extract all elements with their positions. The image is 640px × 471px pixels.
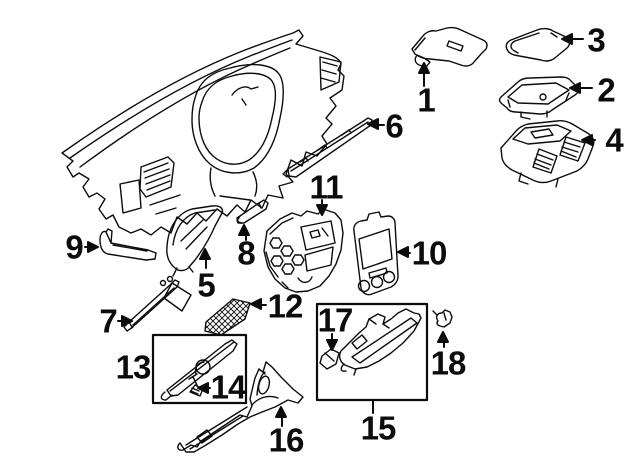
part-9-art [99, 228, 157, 261]
part-17-art [319, 348, 340, 370]
callout-11-arrow [316, 199, 328, 216]
callout-11: 11 [309, 168, 344, 206]
callout-6: 6 [385, 107, 403, 145]
callout-8: 8 [237, 234, 255, 272]
callout-17-arrow [326, 333, 338, 351]
part-1-art [411, 26, 488, 68]
part-16-art [177, 361, 304, 453]
callout-arrows [84, 33, 596, 427]
callout-5-arrow [199, 248, 211, 269]
callout-15: 15 [360, 409, 397, 447]
part-11-art [263, 208, 344, 293]
part-12-art [204, 298, 251, 336]
callout-7-arrow [117, 315, 133, 327]
callout-4: 4 [605, 121, 623, 159]
callout-1: 1 [417, 81, 435, 119]
callout-4-arrow [581, 134, 596, 146]
callout-5: 5 [197, 266, 215, 304]
part-10-art [353, 211, 399, 296]
callout-3: 3 [587, 21, 605, 59]
part-4-art [500, 120, 595, 188]
callout-18-arrow [437, 331, 449, 348]
callout-2-arrow [569, 82, 593, 94]
part-8-art [236, 199, 269, 224]
instrument-panel-art [61, 29, 345, 236]
callout-2: 2 [597, 71, 615, 109]
callout-9-arrow [84, 241, 99, 253]
callout-6-arrow [367, 118, 385, 130]
callout-12: 12 [267, 287, 304, 325]
part-2-art [498, 76, 579, 120]
part-18-art [432, 309, 453, 328]
callout-1-arrow [418, 62, 430, 87]
callout-17: 17 [317, 301, 354, 339]
callout-14: 14 [210, 368, 247, 406]
part-13-box [151, 333, 248, 405]
callout-14-arrow [197, 382, 211, 394]
callout-3-arrow [561, 33, 584, 45]
part-7-art [123, 275, 192, 332]
callout-18: 18 [430, 344, 467, 382]
callout-8-arrow [238, 224, 250, 241]
callout-10: 10 [411, 234, 448, 272]
callout-7: 7 [99, 302, 117, 340]
callout-9: 9 [65, 228, 83, 266]
callout-12-arrow [250, 298, 267, 310]
part-3-art [505, 27, 571, 62]
part-5-art [166, 205, 224, 277]
part-14-art [188, 373, 204, 397]
callout-10-arrow [397, 246, 411, 258]
callout-16-arrow [275, 406, 287, 427]
callout-16: 16 [268, 421, 305, 459]
callout-13: 13 [115, 348, 152, 386]
